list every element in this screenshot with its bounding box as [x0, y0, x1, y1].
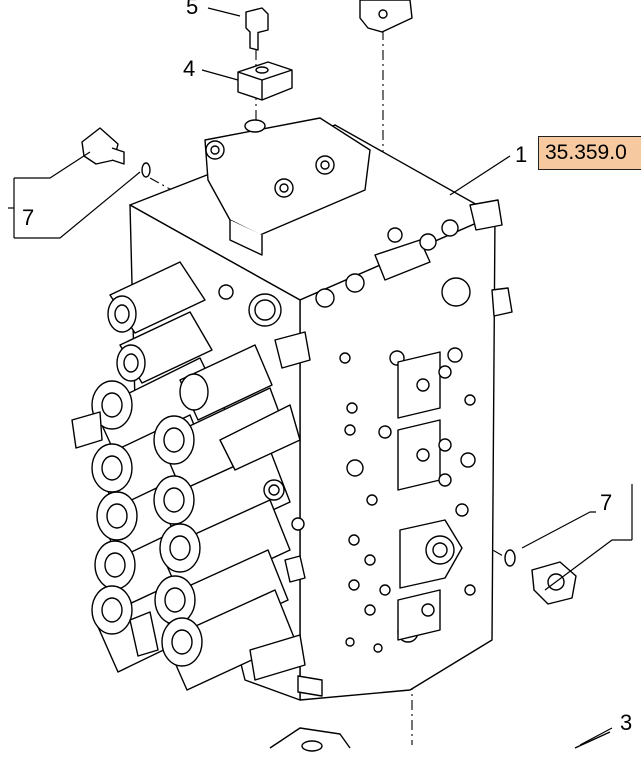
base-plate-part-3[interactable]: [269, 727, 611, 752]
fitting-part-7-left[interactable]: [81, 127, 151, 178]
solenoid-cylinders[interactable]: [91, 261, 296, 691]
callout-7-left[interactable]: 7: [22, 205, 35, 230]
reference-link-box[interactable]: 35.359.0: [538, 136, 641, 170]
fitting-part-7-right[interactable]: [504, 549, 577, 605]
callout-3[interactable]: 3: [620, 710, 633, 735]
right-face-valve-blocks: [397, 351, 463, 641]
callout-5[interactable]: 5: [186, 0, 199, 19]
left-fittings: [71, 331, 323, 697]
callout-4[interactable]: 4: [183, 56, 196, 81]
leader-lines: [8, 7, 633, 746]
callout-1[interactable]: 1: [515, 142, 528, 167]
callout-7-right[interactable]: 7: [600, 490, 613, 515]
bolt-part-5[interactable]: [245, 7, 269, 51]
top-right-block: [359, 0, 413, 33]
spacer-block-part-4[interactable]: [237, 61, 293, 101]
